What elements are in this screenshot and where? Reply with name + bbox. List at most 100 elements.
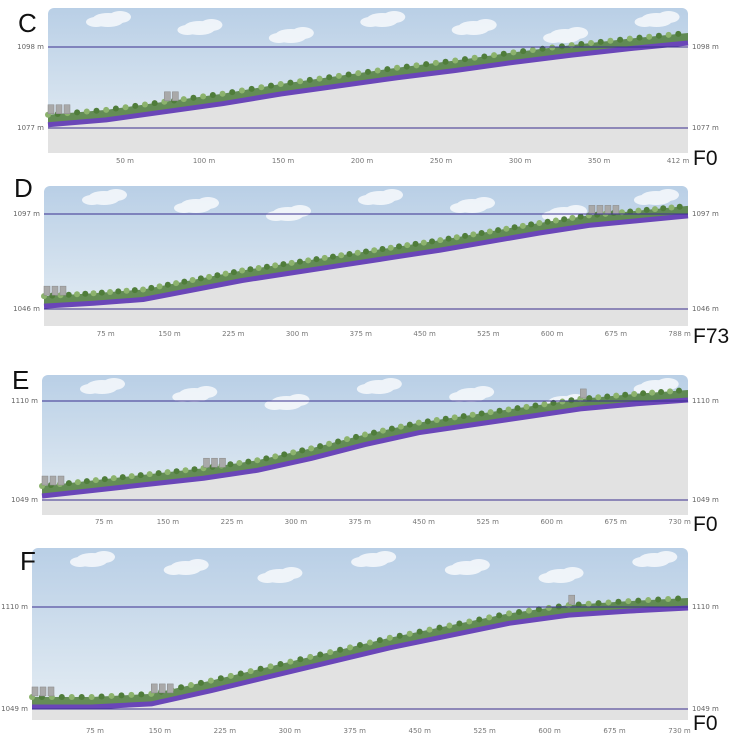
tree-icon: [622, 391, 629, 398]
tree-icon: [471, 54, 478, 61]
tree-icon: [397, 423, 404, 430]
tree-icon: [146, 471, 153, 478]
tree-icon: [98, 693, 105, 700]
tree-icon: [545, 604, 552, 611]
tree-icon: [82, 290, 89, 297]
distance-tick-label: 150 m: [157, 518, 180, 526]
tree-icon: [631, 390, 638, 397]
building-icon: [596, 205, 604, 215]
tree-icon: [74, 109, 81, 116]
tree-icon: [287, 658, 294, 665]
tree-icon: [181, 278, 188, 285]
tree-icon: [511, 224, 518, 231]
tree-icon: [575, 601, 582, 608]
tree-icon: [645, 597, 652, 604]
tree-icon: [254, 457, 261, 464]
distance-tick-label: 450 m: [413, 330, 436, 338]
tree-icon: [131, 287, 138, 294]
building-icon: [151, 683, 158, 694]
tree-icon: [370, 429, 377, 436]
distance-tick-label: 375 m: [350, 330, 373, 338]
tree-icon: [164, 281, 171, 288]
tree-icon: [74, 291, 81, 298]
tree-icon: [668, 204, 675, 211]
tree-icon: [640, 390, 647, 397]
tree-icon: [655, 32, 662, 39]
distance-tick-label: 730 m: [668, 727, 691, 735]
tree-icon: [496, 407, 503, 414]
distance-tick-label: 150 m: [272, 157, 295, 165]
tree-icon: [636, 34, 643, 41]
tree-icon: [442, 415, 449, 422]
cloud-shape: [634, 189, 679, 205]
tree-icon: [140, 286, 147, 293]
cloud-shape: [82, 189, 127, 205]
tree-icon: [227, 672, 234, 679]
tree-icon: [549, 44, 556, 51]
tree-icon: [552, 217, 559, 224]
tree-icon: [461, 56, 468, 63]
elevation-label-top-left: 1098 m: [17, 43, 44, 51]
tree-icon: [217, 675, 224, 682]
tree-icon: [429, 238, 436, 245]
tree-icon: [665, 31, 672, 38]
profile-code-label: F73: [693, 325, 729, 348]
tree-icon: [586, 395, 593, 402]
tree-icon: [90, 290, 97, 297]
elevation-label-top-right: 1097 m: [692, 210, 719, 218]
building-icon: [31, 686, 39, 697]
tree-icon: [180, 96, 187, 103]
tree-icon: [451, 414, 458, 421]
tree-icon: [123, 287, 130, 294]
elevation-label-bottom-right: 1077 m: [692, 124, 719, 132]
building-icon: [47, 686, 55, 697]
tree-icon: [365, 68, 371, 75]
tree-icon: [660, 205, 667, 212]
tree-icon: [658, 388, 665, 395]
building-icon: [580, 388, 587, 399]
tree-icon: [667, 388, 674, 395]
tree-icon: [462, 232, 469, 239]
tree-icon: [529, 46, 536, 53]
tree-icon: [541, 401, 548, 408]
tree-icon: [290, 449, 297, 456]
building-icon: [172, 91, 179, 102]
cloud-shape: [450, 197, 495, 213]
cloud-shape: [360, 11, 406, 27]
tree-icon: [362, 431, 368, 438]
tree-icon: [388, 425, 395, 432]
tree-icon: [456, 620, 463, 627]
tree-icon: [595, 394, 602, 401]
tree-icon: [65, 480, 72, 487]
tree-icon: [516, 608, 523, 615]
distance-tick-label: 100 m: [193, 157, 216, 165]
tree-icon: [446, 622, 453, 629]
tree-icon: [406, 421, 413, 428]
distance-tick-label: 600 m: [538, 727, 561, 735]
building-icon: [51, 285, 59, 296]
building-icon: [164, 91, 171, 102]
tree-icon: [132, 102, 139, 109]
tree-icon: [327, 649, 334, 656]
tree-icon: [559, 398, 566, 405]
tree-icon: [476, 616, 483, 623]
tree-icon: [88, 693, 95, 700]
tree-icon: [98, 289, 105, 296]
tree-icon: [675, 30, 682, 37]
elevation-label-bottom-right: 1046 m: [692, 305, 719, 313]
cloud-shape: [449, 386, 495, 402]
building-icon: [219, 457, 226, 468]
distance-tick-label: 300 m: [286, 330, 309, 338]
tree-icon: [625, 598, 632, 605]
terrain-ground: [42, 400, 688, 515]
tree-icon: [423, 61, 430, 68]
tree-icon: [627, 208, 634, 215]
tree-icon: [247, 668, 254, 675]
tree-icon: [344, 436, 351, 443]
elevation-label-bottom-left: 1049 m: [11, 496, 38, 504]
distance-tick-label: 300 m: [279, 727, 302, 735]
tree-icon: [528, 221, 535, 228]
distance-tick-label: 350 m: [588, 157, 611, 165]
